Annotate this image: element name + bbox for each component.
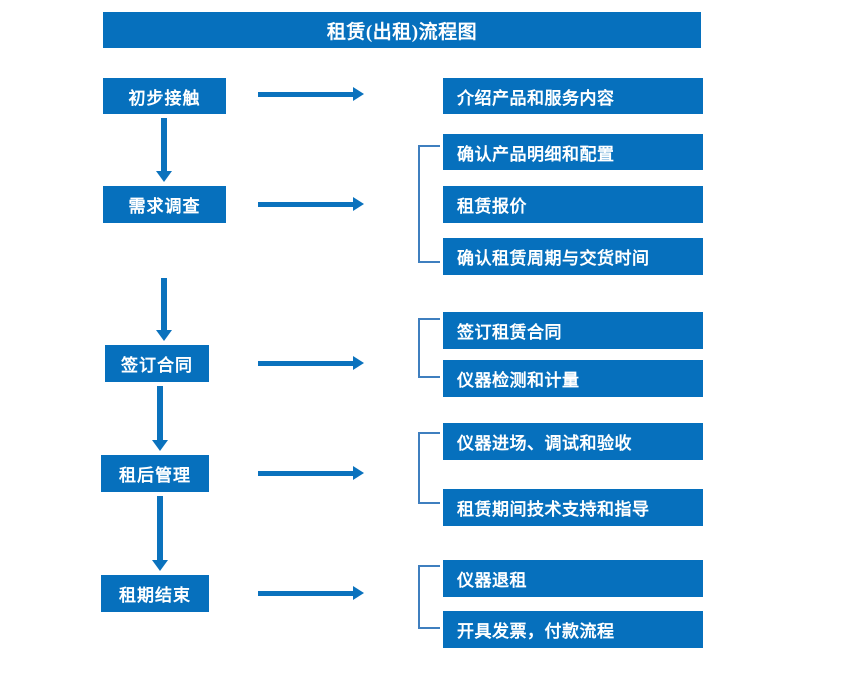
detail-box-4-1[interactable]: 仪器进场、调试和验收 xyxy=(443,423,703,460)
down-arrow-icon-2 xyxy=(156,278,172,341)
group-bracket-5 xyxy=(418,565,440,629)
stage-box-zuqijieshu[interactable]: 租期结束 xyxy=(101,575,209,612)
detail-box-5-1[interactable]: 仪器退租 xyxy=(443,560,703,597)
right-arrow-icon-3 xyxy=(258,356,364,370)
detail-box-4-2[interactable]: 租赁期间技术支持和指导 xyxy=(443,489,703,526)
down-arrow-icon-4 xyxy=(152,496,168,571)
detail-box-1-1[interactable]: 介绍产品和服务内容 xyxy=(443,78,703,114)
right-arrow-icon-1 xyxy=(258,87,364,101)
stage-box-qiandinghetong[interactable]: 签订合同 xyxy=(105,345,209,382)
right-arrow-icon-5 xyxy=(258,586,364,600)
group-bracket-2 xyxy=(418,145,440,263)
detail-box-2-3[interactable]: 确认租赁周期与交货时间 xyxy=(443,238,703,275)
detail-box-2-2[interactable]: 租赁报价 xyxy=(443,186,703,223)
right-arrow-icon-4 xyxy=(258,466,364,480)
group-bracket-4 xyxy=(418,432,440,504)
detail-box-3-2[interactable]: 仪器检测和计量 xyxy=(443,360,703,397)
page-title: 租赁(出租)流程图 xyxy=(103,12,701,48)
detail-box-3-1[interactable]: 签订租赁合同 xyxy=(443,312,703,349)
detail-box-2-1[interactable]: 确认产品明细和配置 xyxy=(443,134,703,170)
down-arrow-icon-3 xyxy=(152,386,168,451)
stage-box-zuhouguanli[interactable]: 租后管理 xyxy=(101,455,209,492)
detail-box-5-2[interactable]: 开具发票，付款流程 xyxy=(443,611,703,648)
stage-box-xuqiudiaocha[interactable]: 需求调查 xyxy=(103,186,226,223)
down-arrow-icon-1 xyxy=(156,118,172,182)
right-arrow-icon-2 xyxy=(258,197,364,211)
stage-box-chubujiechu[interactable]: 初步接触 xyxy=(103,78,226,114)
group-bracket-3 xyxy=(418,318,440,378)
